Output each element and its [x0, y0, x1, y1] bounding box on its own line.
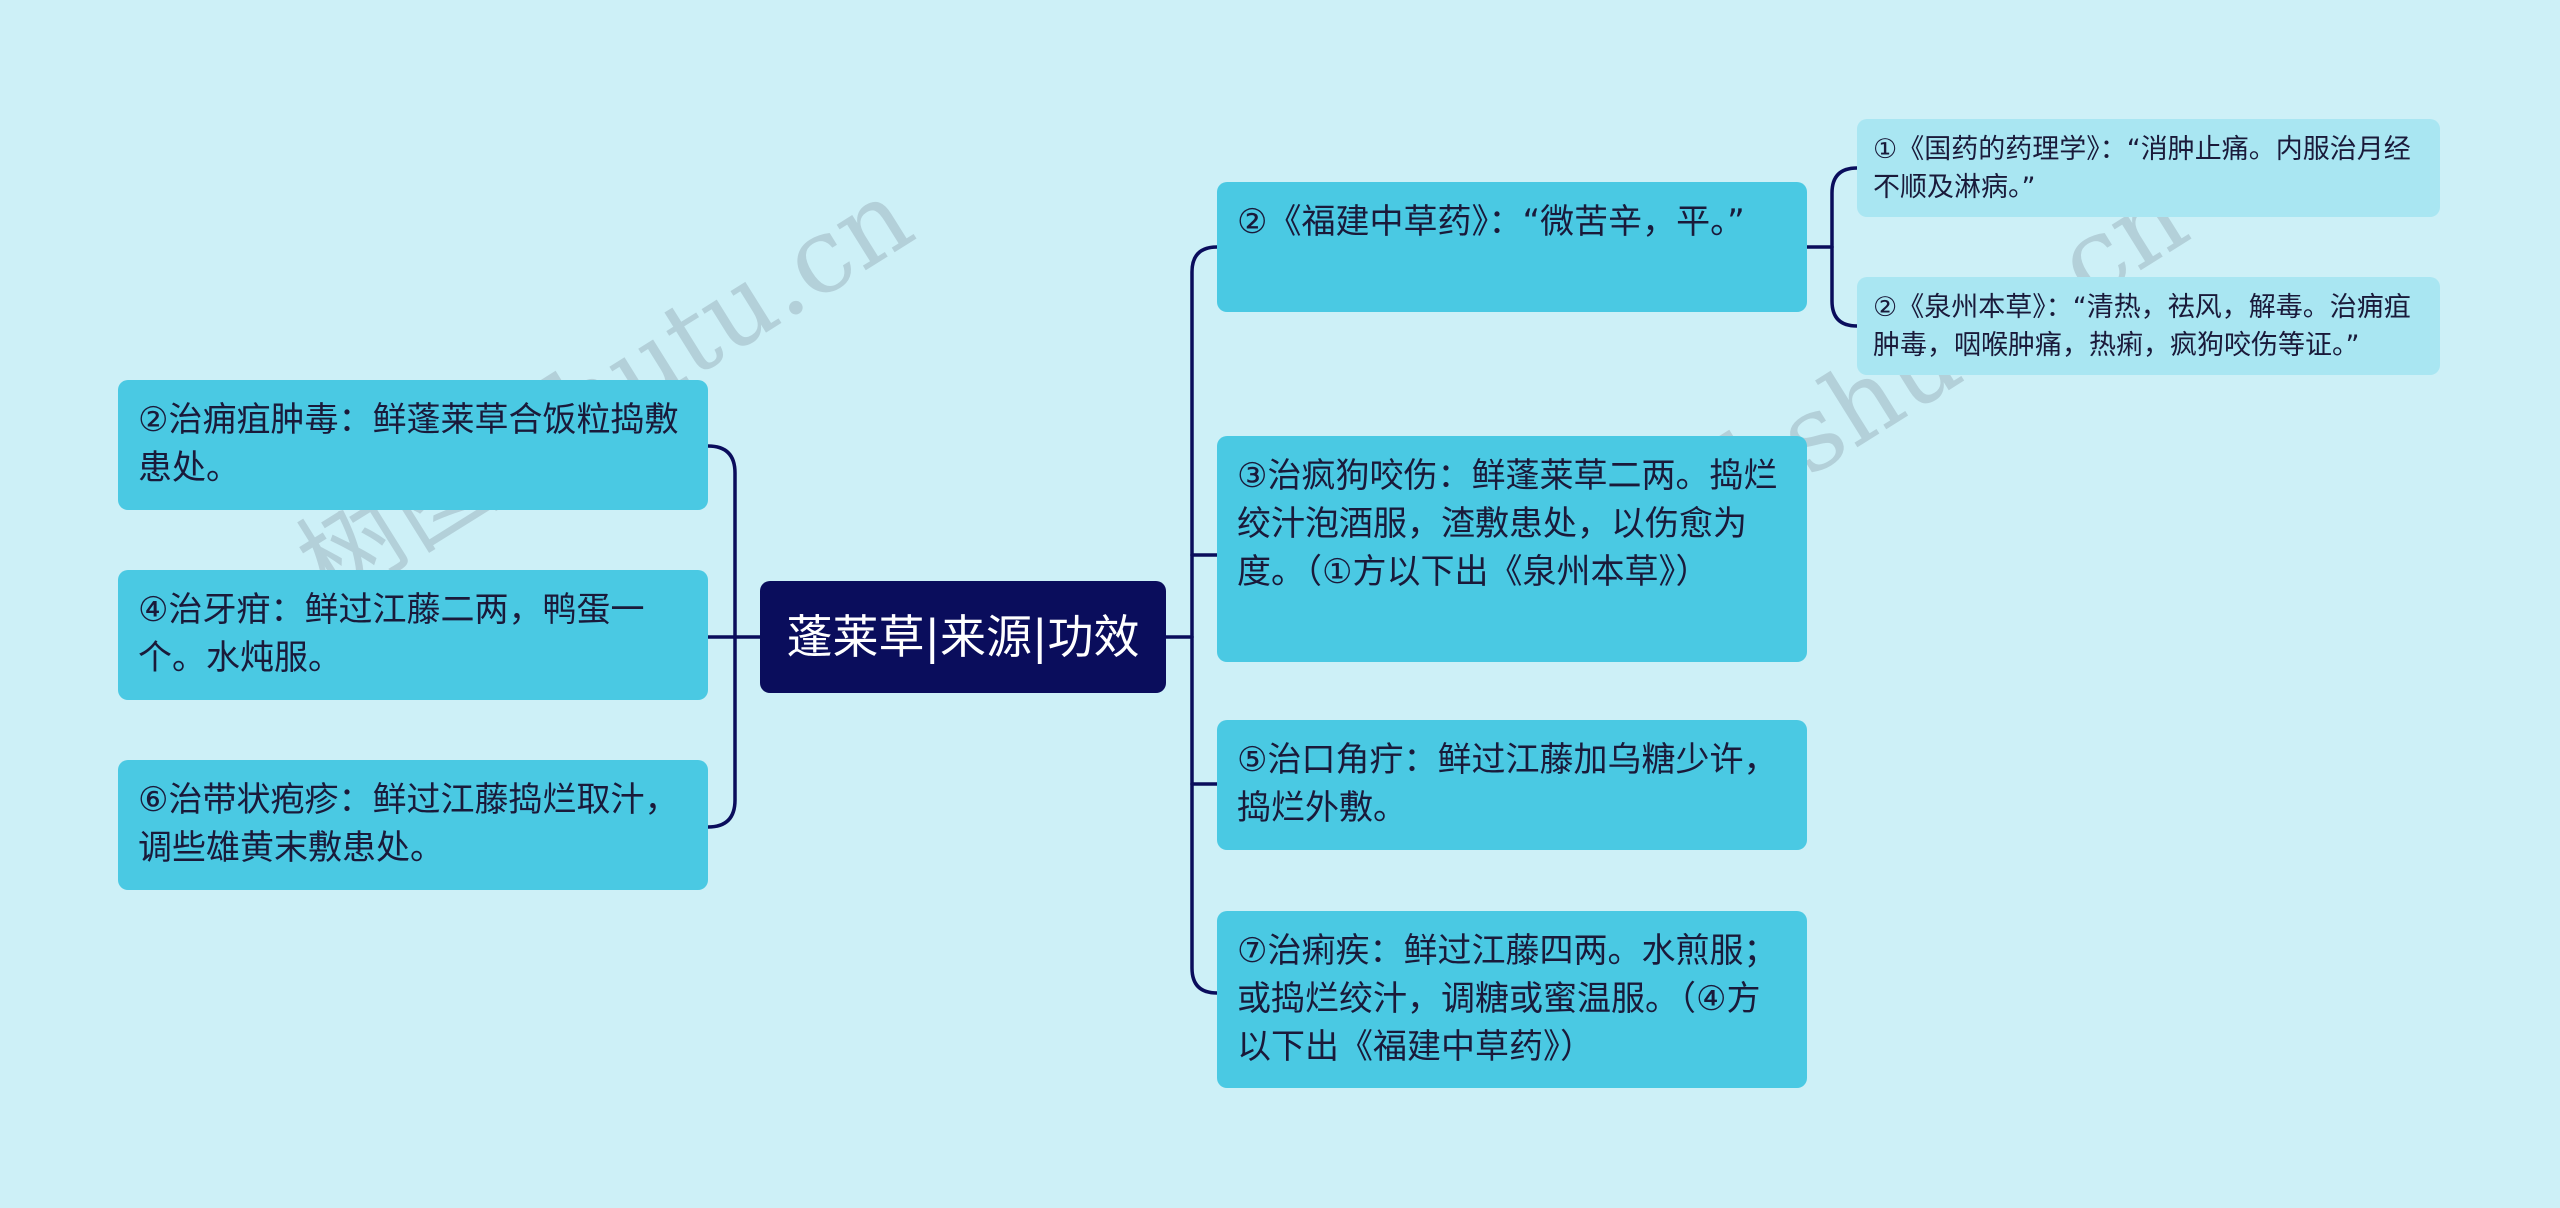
- left-branch-2[interactable]: ④治牙疳：鲜过江藤二两，鸭蛋一个。水炖服。: [118, 570, 708, 700]
- right-branch-4[interactable]: ⑦治痢疾：鲜过江藤四两。水煎服；或捣烂绞汁，调糖或蜜温服。（④方以下出《福建中草…: [1217, 911, 1807, 1088]
- right-branch-2[interactable]: ③治疯狗咬伤：鲜蓬莱草二两。捣烂绞汁泡酒服，渣敷患处，以伤愈为度。（①方以下出《…: [1217, 436, 1807, 662]
- left-branch-1[interactable]: ②治痈疽肿毒：鲜蓬莱草合饭粒捣敷患处。: [118, 380, 708, 510]
- right-branch-1[interactable]: ②《福建中草药》：“微苦辛，平。”: [1217, 182, 1807, 312]
- root-topic[interactable]: 蓬莱草|来源|功效: [760, 581, 1166, 693]
- connector-right-trunk: [1190, 245, 1219, 995]
- connector-sub-fork: [1830, 166, 1859, 328]
- sub-branch-2[interactable]: ②《泉州本草》：“清热，祛风，解毒。治痈疽肿毒，咽喉肿痛，热痢，疯狗咬伤等证。”: [1857, 277, 2440, 375]
- sub-branch-1[interactable]: ①《国药的药理学》：“消肿止痛。内服治月经不顺及淋病。”: [1857, 119, 2440, 217]
- left-branch-3[interactable]: ⑥治带状疱疹：鲜过江藤捣烂取汁，调些雄黄末敷患处。: [118, 760, 708, 890]
- right-branch-3[interactable]: ⑤治口角疔：鲜过江藤加乌糖少许，捣烂外敷。: [1217, 720, 1807, 850]
